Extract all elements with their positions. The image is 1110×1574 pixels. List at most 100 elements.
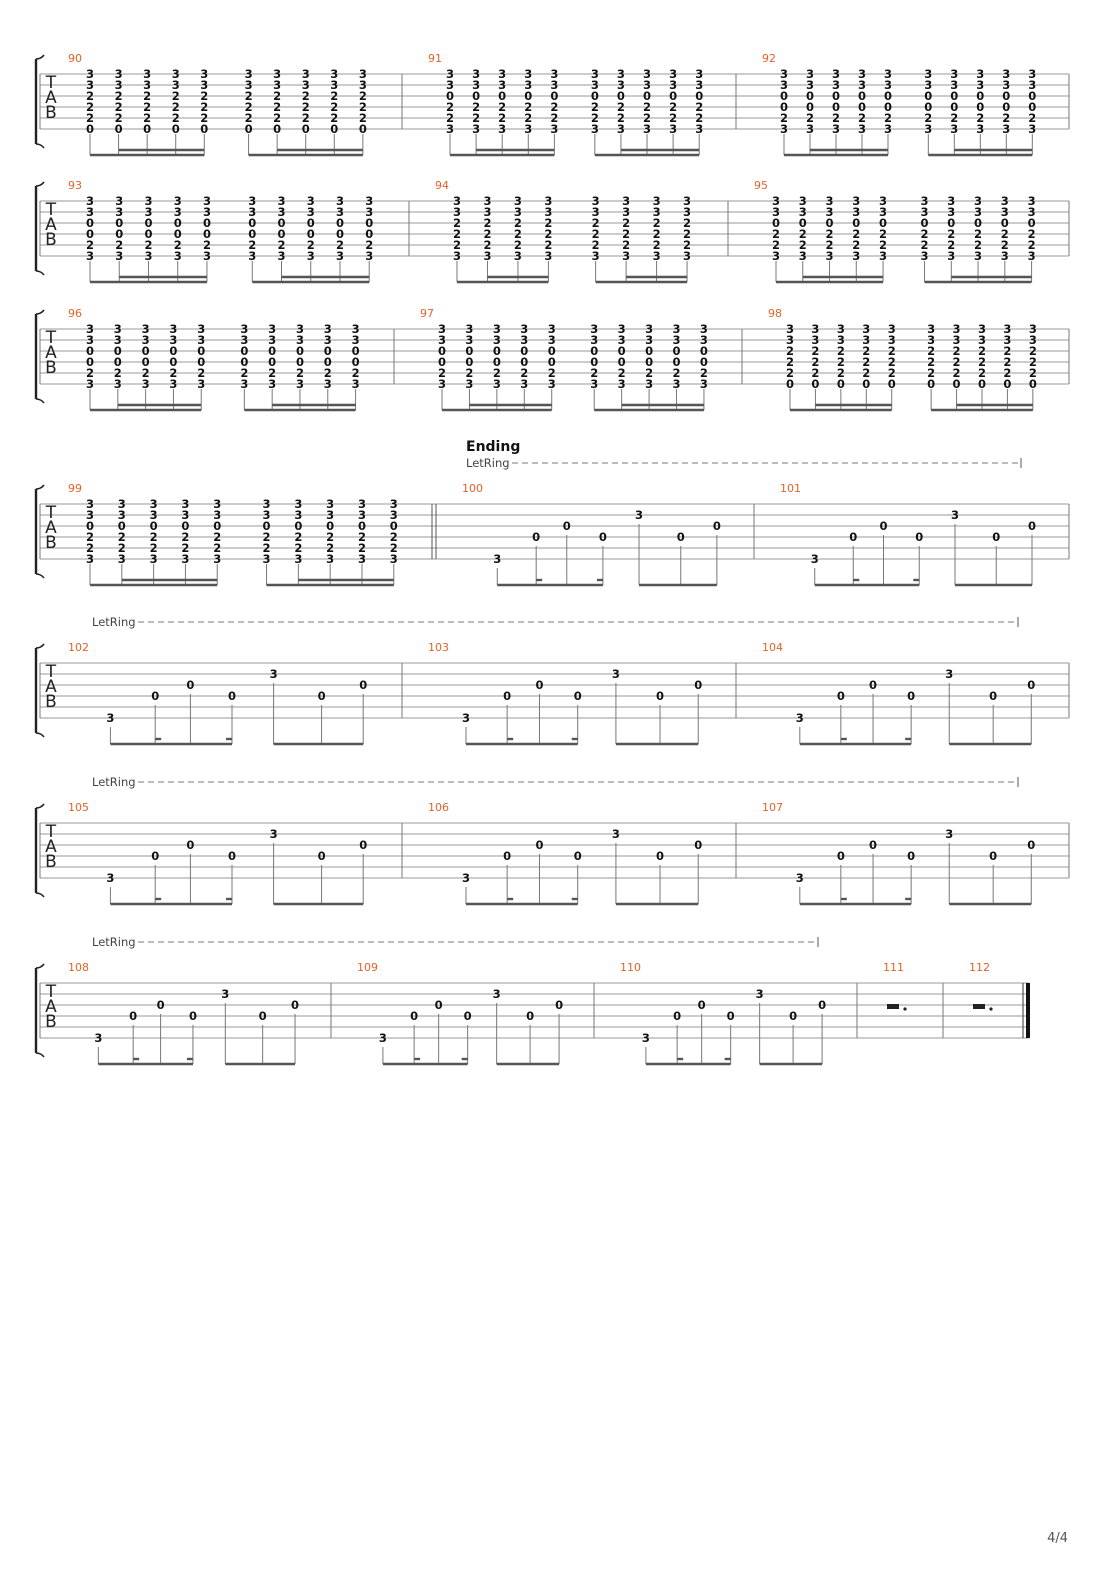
fret-number: 3	[465, 377, 473, 391]
fret-number: 0	[1003, 377, 1011, 391]
system-bracket-bottom	[35, 270, 45, 276]
system-bracket-top	[35, 643, 45, 649]
fret-number: 0	[197, 344, 205, 358]
fret-number: 2	[622, 238, 630, 252]
fret-number: 3	[953, 333, 961, 347]
fret-number: 2	[114, 366, 122, 380]
fret-number: 3	[514, 194, 522, 208]
fret-number: 2	[143, 100, 151, 114]
fret-number: 3	[618, 322, 626, 336]
fret-number: 2	[879, 238, 887, 252]
fret-number: 3	[203, 205, 211, 219]
fret-number: 0	[520, 344, 528, 358]
fret-number: 0	[330, 122, 338, 136]
fret-number: 2	[294, 541, 302, 555]
measure-number: 100	[462, 482, 483, 495]
fret-number: 2	[248, 238, 256, 252]
fret-number: 2	[390, 530, 398, 544]
fret-number: 0	[789, 1009, 797, 1023]
fret-number: 2	[86, 366, 94, 380]
fret-number: 3	[976, 78, 984, 92]
fret-number: 2	[453, 227, 461, 241]
fret-number: 3	[673, 322, 681, 336]
fret-number: 0	[837, 377, 845, 391]
fret-number: 0	[438, 355, 446, 369]
fret-number: 3	[213, 552, 221, 566]
tab-clef-letter: T	[45, 503, 57, 523]
fret-number: 3	[953, 322, 961, 336]
let-ring-label: LetRing	[92, 775, 136, 789]
fret-number: 0	[694, 838, 702, 852]
fret-number: 3	[591, 67, 599, 81]
fret-number: 3	[799, 249, 807, 263]
fret-number: 0	[799, 216, 807, 230]
fret-number: 3	[245, 67, 253, 81]
fret-number: 3	[653, 249, 661, 263]
fret-number: 2	[550, 100, 558, 114]
fret-number: 3	[695, 78, 703, 92]
fret-number: 0	[435, 998, 443, 1012]
fret-number: 3	[592, 194, 600, 208]
fret-number: 2	[86, 541, 94, 555]
fret-number: 0	[493, 344, 501, 358]
fret-number: 3	[296, 322, 304, 336]
fret-number: 3	[352, 322, 360, 336]
fret-number: 3	[673, 377, 681, 391]
fret-number: 3	[114, 333, 122, 347]
fret-number: 0	[144, 216, 152, 230]
fret-number: 2	[273, 111, 281, 125]
fret-number: 0	[169, 344, 177, 358]
fret-number: 2	[169, 366, 177, 380]
fret-number: 3	[590, 333, 598, 347]
tab-clef-letter: B	[45, 533, 57, 553]
fret-number: 2	[669, 100, 677, 114]
fret-number: 2	[653, 238, 661, 252]
fret-number: 3	[493, 987, 501, 1001]
fret-number: 2	[278, 238, 286, 252]
fret-number: 3	[326, 497, 334, 511]
fret-number: 3	[169, 322, 177, 336]
fret-number: 3	[294, 552, 302, 566]
fret-number: 2	[200, 100, 208, 114]
fret-number: 3	[1029, 333, 1037, 347]
fret-number: 0	[203, 227, 211, 241]
fret-number: 0	[656, 849, 664, 863]
fret-number: 3	[780, 122, 788, 136]
fret-number: 0	[915, 530, 923, 544]
fret-number: 3	[524, 67, 532, 81]
fret-number: 0	[976, 89, 984, 103]
dotted-half-rest	[887, 1004, 899, 1009]
fret-number: 3	[278, 249, 286, 263]
fret-number: 3	[336, 194, 344, 208]
fret-number: 0	[228, 689, 236, 703]
measure-number: 90	[68, 52, 82, 65]
fret-number: 3	[514, 205, 522, 219]
fret-number: 0	[591, 89, 599, 103]
tab-clef-letter: A	[45, 837, 57, 857]
fret-number: 3	[1002, 78, 1010, 92]
fret-number: 2	[832, 111, 840, 125]
fret-number: 2	[438, 366, 446, 380]
fret-number: 3	[197, 333, 205, 347]
tab-clef-letter: B	[45, 852, 57, 872]
fret-number: 0	[1028, 519, 1036, 533]
fret-number: 3	[86, 249, 94, 263]
fret-number: 2	[446, 100, 454, 114]
fret-number: 3	[544, 194, 552, 208]
tab-clef-letter: T	[45, 982, 57, 1002]
fret-number: 2	[862, 366, 870, 380]
fret-number: 0	[318, 849, 326, 863]
fret-number: 0	[86, 216, 94, 230]
fret-number: 0	[826, 216, 834, 230]
fret-number: 3	[115, 67, 123, 81]
tab-clef-letter: B	[45, 1012, 57, 1032]
fret-number: 3	[379, 1031, 387, 1045]
fret-number: 3	[278, 194, 286, 208]
tab-clef-letter: B	[45, 692, 57, 712]
fret-number: 3	[294, 497, 302, 511]
fret-number: 2	[858, 111, 866, 125]
fret-number: 3	[270, 667, 278, 681]
fret-number: 0	[947, 216, 955, 230]
fret-number: 2	[953, 355, 961, 369]
